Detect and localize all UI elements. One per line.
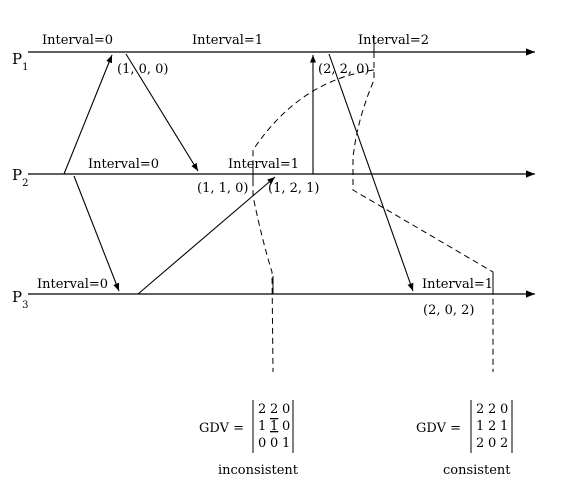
gdv-left-caption: inconsistent bbox=[218, 463, 299, 478]
vector-p3: (2, 0, 2) bbox=[423, 303, 475, 318]
gdv-right-cell: 2 bbox=[476, 402, 484, 417]
message-p3-to-p2 bbox=[137, 176, 276, 295]
message-p1-to-p3 bbox=[328, 53, 414, 292]
gdv-left-cell-highlighted: 1 bbox=[270, 419, 278, 434]
gdv-right-cell: 2 bbox=[488, 402, 496, 417]
message-p1-to-p2 bbox=[125, 53, 199, 172]
gdv-right-caption: consistent bbox=[443, 463, 511, 478]
inconsistent-recovery-line bbox=[252, 69, 375, 373]
p1-interval-0: Interval=0 bbox=[42, 33, 113, 48]
gdv-left-cell: 1 bbox=[258, 419, 266, 434]
gdv-left-cell: 2 bbox=[258, 402, 266, 417]
p1-interval-2: Interval=2 bbox=[358, 33, 429, 48]
p2-label: P2 bbox=[12, 166, 28, 189]
gdv-left-cell: 1 bbox=[282, 436, 290, 451]
gdv-right-cell: 0 bbox=[488, 436, 496, 451]
message-p2-to-p3 bbox=[73, 175, 120, 292]
p3-interval-0: Interval=0 bbox=[37, 277, 108, 292]
gdv-right-cell: 2 bbox=[500, 436, 508, 451]
vector-p2-a: (1, 1, 0) bbox=[197, 181, 249, 196]
vector-p1-b: (2, 2, 0) bbox=[318, 62, 370, 77]
vector-p1-a: (1, 0, 0) bbox=[117, 62, 169, 77]
gdv-right-label: GDV = bbox=[416, 421, 461, 436]
message-p2-to-p1 bbox=[63, 54, 113, 175]
p1-label: P1 bbox=[12, 50, 28, 73]
gdv-right-cell: 2 bbox=[488, 419, 496, 434]
gdv-right-cell: 1 bbox=[500, 419, 508, 434]
gdv-left-cell: 2 bbox=[270, 402, 278, 417]
p3-label: P3 bbox=[12, 288, 28, 311]
p2-interval-1: Interval=1 bbox=[228, 157, 299, 172]
consistent-recovery-line bbox=[352, 52, 494, 372]
gdv-right-cell: 0 bbox=[500, 402, 508, 417]
gdv-left-cell: 0 bbox=[282, 402, 290, 417]
gdv-right-cell: 1 bbox=[476, 419, 484, 434]
p3-interval-1: Interval=1 bbox=[422, 277, 493, 292]
p2-interval-0: Interval=0 bbox=[88, 157, 159, 172]
gdv-left-cell: 0 bbox=[282, 419, 290, 434]
gdv-left-label: GDV = bbox=[199, 421, 244, 436]
vector-p2-b: (1, 2, 1) bbox=[268, 181, 320, 196]
p1-interval-1: Interval=1 bbox=[192, 33, 263, 48]
gdv-left-cell: 0 bbox=[258, 436, 266, 451]
gdv-right-cell: 2 bbox=[476, 436, 484, 451]
gdv-left-cell: 0 bbox=[270, 436, 278, 451]
